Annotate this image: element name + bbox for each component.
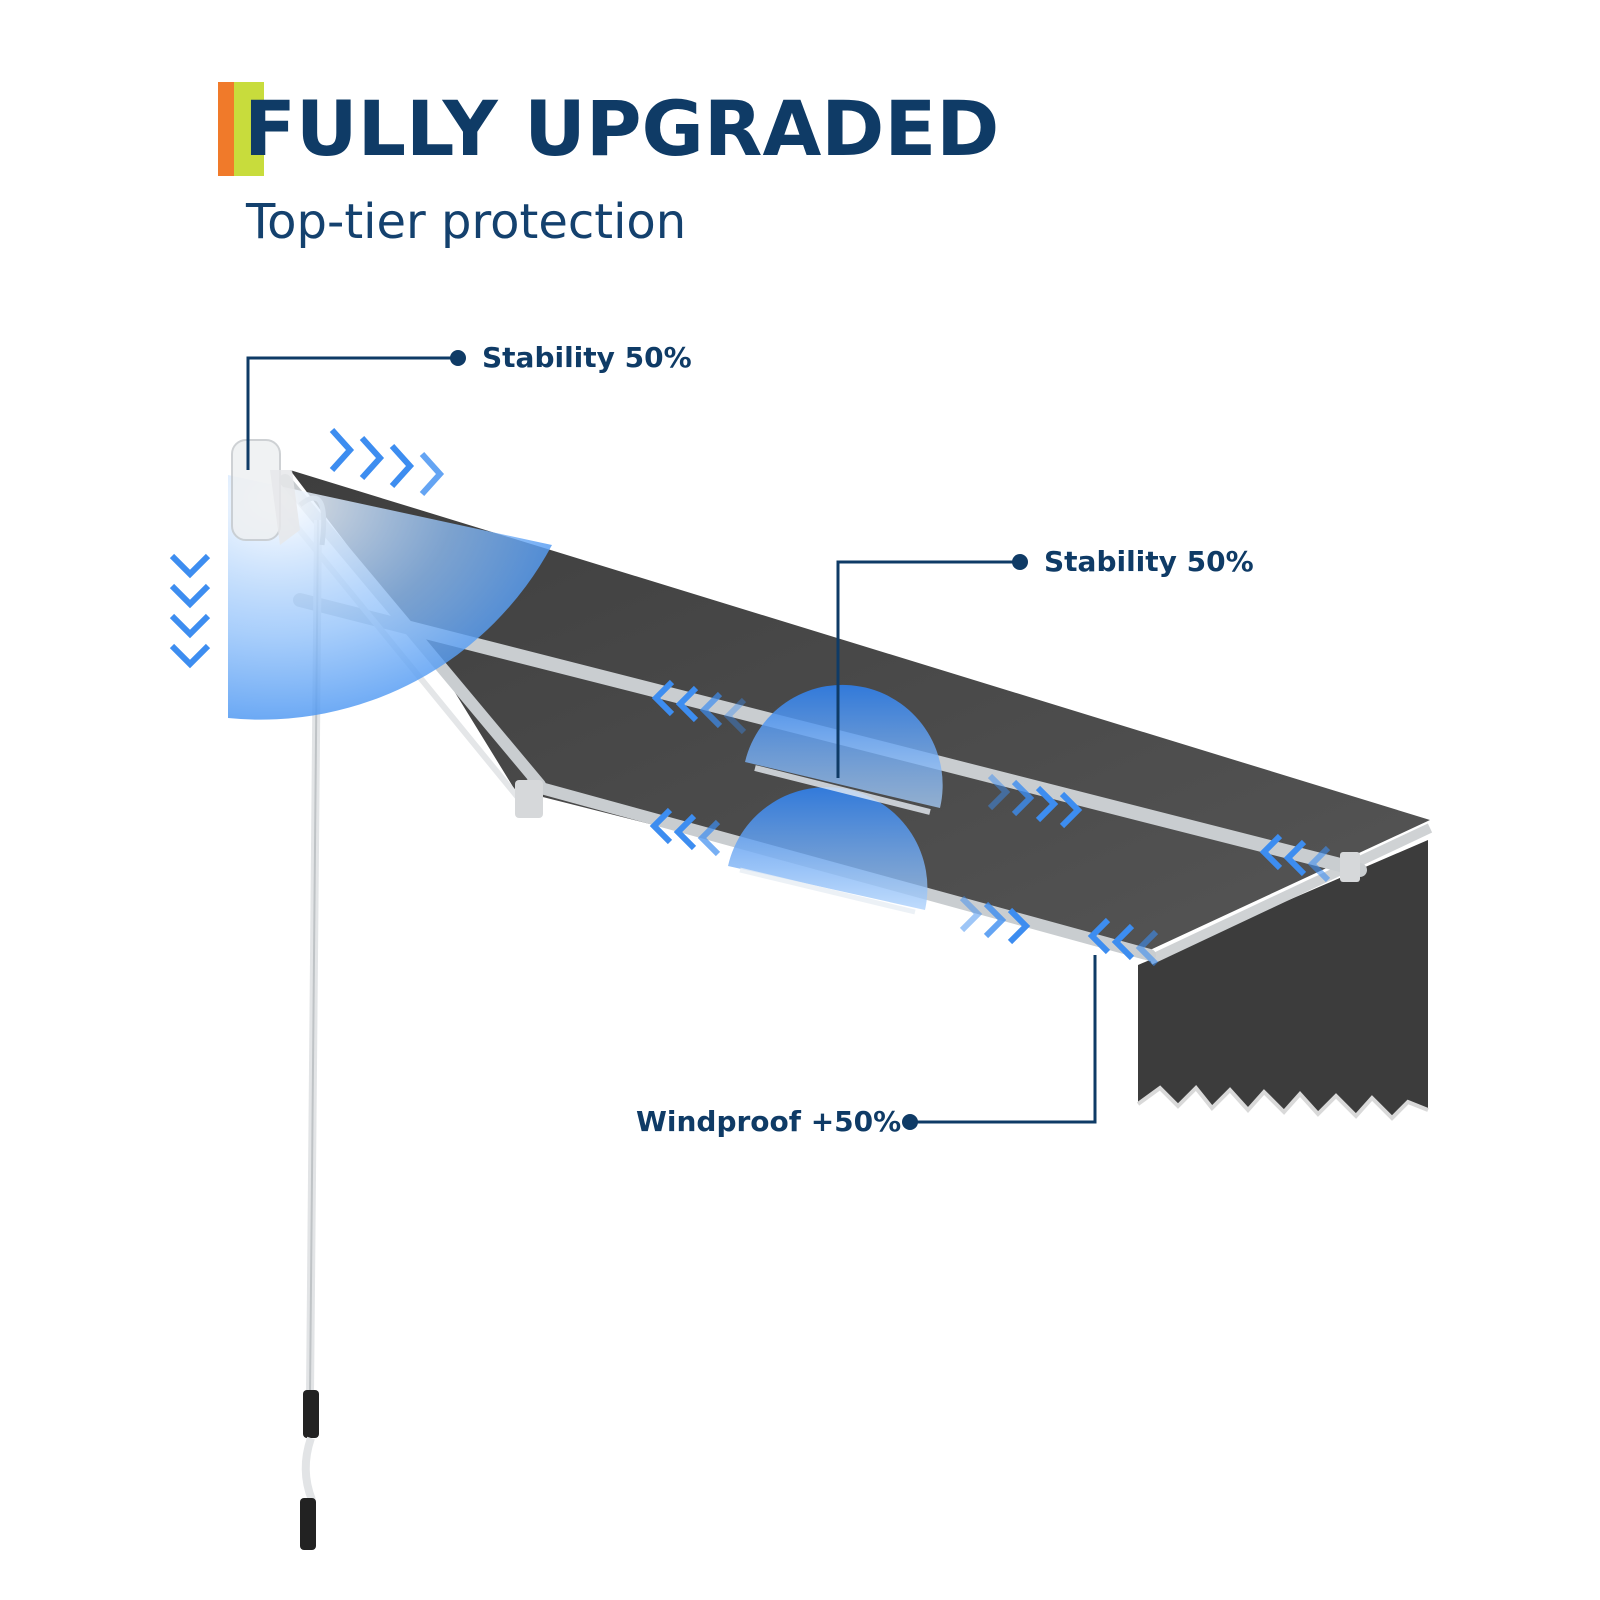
crank-grip-lower [300,1498,316,1550]
chevron-arrows-icon [169,427,1331,967]
dot-icon [902,1114,918,1130]
stability-dome-lower [728,787,928,910]
title-accent-bar [218,82,264,176]
callout-windproof: Windproof +50% [636,1105,902,1138]
leader-mid [836,560,1020,778]
dot-icon [1012,554,1028,570]
leader-windproof [910,955,1097,1124]
crank-grip-upper [303,1390,319,1438]
dot-icon [450,350,466,366]
stability-glow-bracket [228,475,552,720]
awning-valance [1138,840,1428,1118]
stability-dome-upper [745,684,943,808]
callout-top-stability: Stability 50% [482,341,692,374]
arm-joint [515,780,543,818]
front-bar [1147,823,1433,965]
callout-leaders [246,356,1097,1124]
page-subtitle: Top-tier protection [246,194,687,250]
arm-end-cap [1340,852,1360,882]
page-title: FULLY UPGRADED [244,84,1000,173]
leader-top [246,356,458,470]
callout-mid-stability: Stability 50% [1044,545,1254,578]
